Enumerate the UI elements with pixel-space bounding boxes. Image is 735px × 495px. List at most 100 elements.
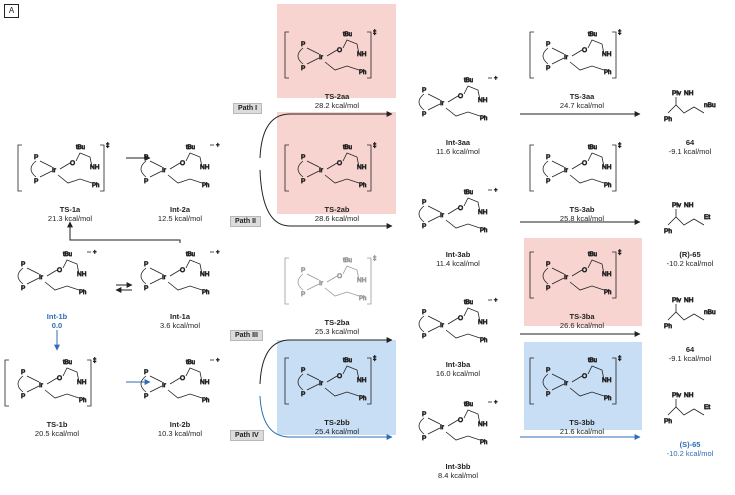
iridium-atom: Ir [319,167,324,174]
oxygen-atom: O [57,267,62,274]
oxygen-atom: O [337,160,342,167]
charge-mark: + [494,188,498,194]
nh-group: NH [357,277,367,284]
tbu-group: tBu [343,32,352,38]
nh-group: NH [478,319,488,326]
piv-group: Piv [672,202,682,209]
tbu-group: tBu [588,252,597,258]
tbu-group: tBu [588,32,597,38]
species-name: Int-2b [169,420,191,429]
phosphorus-atom: P [301,154,305,161]
ph-group: Ph [664,228,672,235]
species-label-p65s: (S)-65-10.2 kcal/mol [650,440,730,458]
phosphorus-atom: P [422,435,426,442]
iridium-atom: Ir [319,380,324,387]
nh-group: NH [200,164,210,171]
phosphorus-atom: P [422,87,426,94]
phosphorus-atom: P [144,393,148,400]
ph-group: Ph [359,183,366,189]
species-energy: 3.6 kcal/mol [159,321,201,330]
oxygen-atom: O [337,273,342,280]
species-name: Int-2a [169,205,190,214]
species-label-p65r: (R)-65-10.2 kcal/mol [650,250,730,268]
oxygen-atom: O [458,315,463,322]
phosphorus-atom: P [144,261,148,268]
nh-group: NH [602,271,612,278]
nh-group: NH [684,392,694,399]
nh-group: NH [602,51,612,58]
species-name: Int-3ab [445,250,471,259]
nh-group: NH [684,90,694,97]
species-energy: 20.5 kcal/mol [34,429,80,438]
ts-mark: ‡ [373,30,376,36]
iridium-atom: Ir [162,382,167,389]
ts-mark: ‡ [618,30,621,36]
iridium-atom: Ir [564,274,569,281]
tbu-group: tBu [343,145,352,151]
path-label-4: Path IV [230,430,264,441]
nh-group: NH [684,297,694,304]
species-name: (R)-65 [679,250,701,259]
highlight-ts-3ba [524,238,642,326]
iridium-atom: Ir [162,274,167,281]
alkyl-group: nBu [704,309,716,316]
oxygen-atom: O [70,160,75,167]
nh-group: NH [684,202,694,209]
nh-group: NH [77,379,87,386]
phosphorus-atom: P [422,223,426,230]
iridium-atom: Ir [319,280,324,287]
tbu-group: tBu [76,145,85,151]
iridium-atom: Ir [440,212,445,219]
ph-group: Ph [664,116,672,123]
iridium-atom: Ir [319,54,324,61]
species-name: TS-1b [46,420,68,429]
ph-group: Ph [202,398,209,404]
iridium-atom: Ir [39,274,44,281]
iridium-atom: Ir [440,100,445,107]
species-name: Int-3bb [445,462,471,471]
oxygen-atom: O [458,205,463,212]
oxygen-atom: O [337,47,342,54]
phosphorus-atom: P [301,267,305,274]
oxygen-atom: O [458,93,463,100]
ph-group: Ph [480,228,487,234]
phosphorus-atom: P [301,178,305,185]
charge-mark: + [494,298,498,304]
phosphorus-atom: P [546,261,550,268]
phosphorus-atom: P [546,65,550,72]
species-name: Int-1a [169,312,190,321]
highlight-ts-3bb [524,342,642,430]
phosphorus-atom: P [21,285,25,292]
species-name: TS-3ab [569,205,595,214]
ph-group: Ph [480,116,487,122]
species-name: TS-2bb [324,418,350,427]
species-energy: 24.7 kcal/mol [559,101,605,110]
ts-mark: ‡ [618,143,621,149]
tbu-group: tBu [588,145,597,151]
phosphorus-atom: P [422,411,426,418]
species-name: TS-3aa [569,92,595,101]
iridium-atom: Ir [564,54,569,61]
oxygen-atom: O [582,47,587,54]
charge-mark: + [216,250,220,256]
arrows [67,111,641,385]
species-energy: 11.4 kcal/mol [436,259,480,268]
